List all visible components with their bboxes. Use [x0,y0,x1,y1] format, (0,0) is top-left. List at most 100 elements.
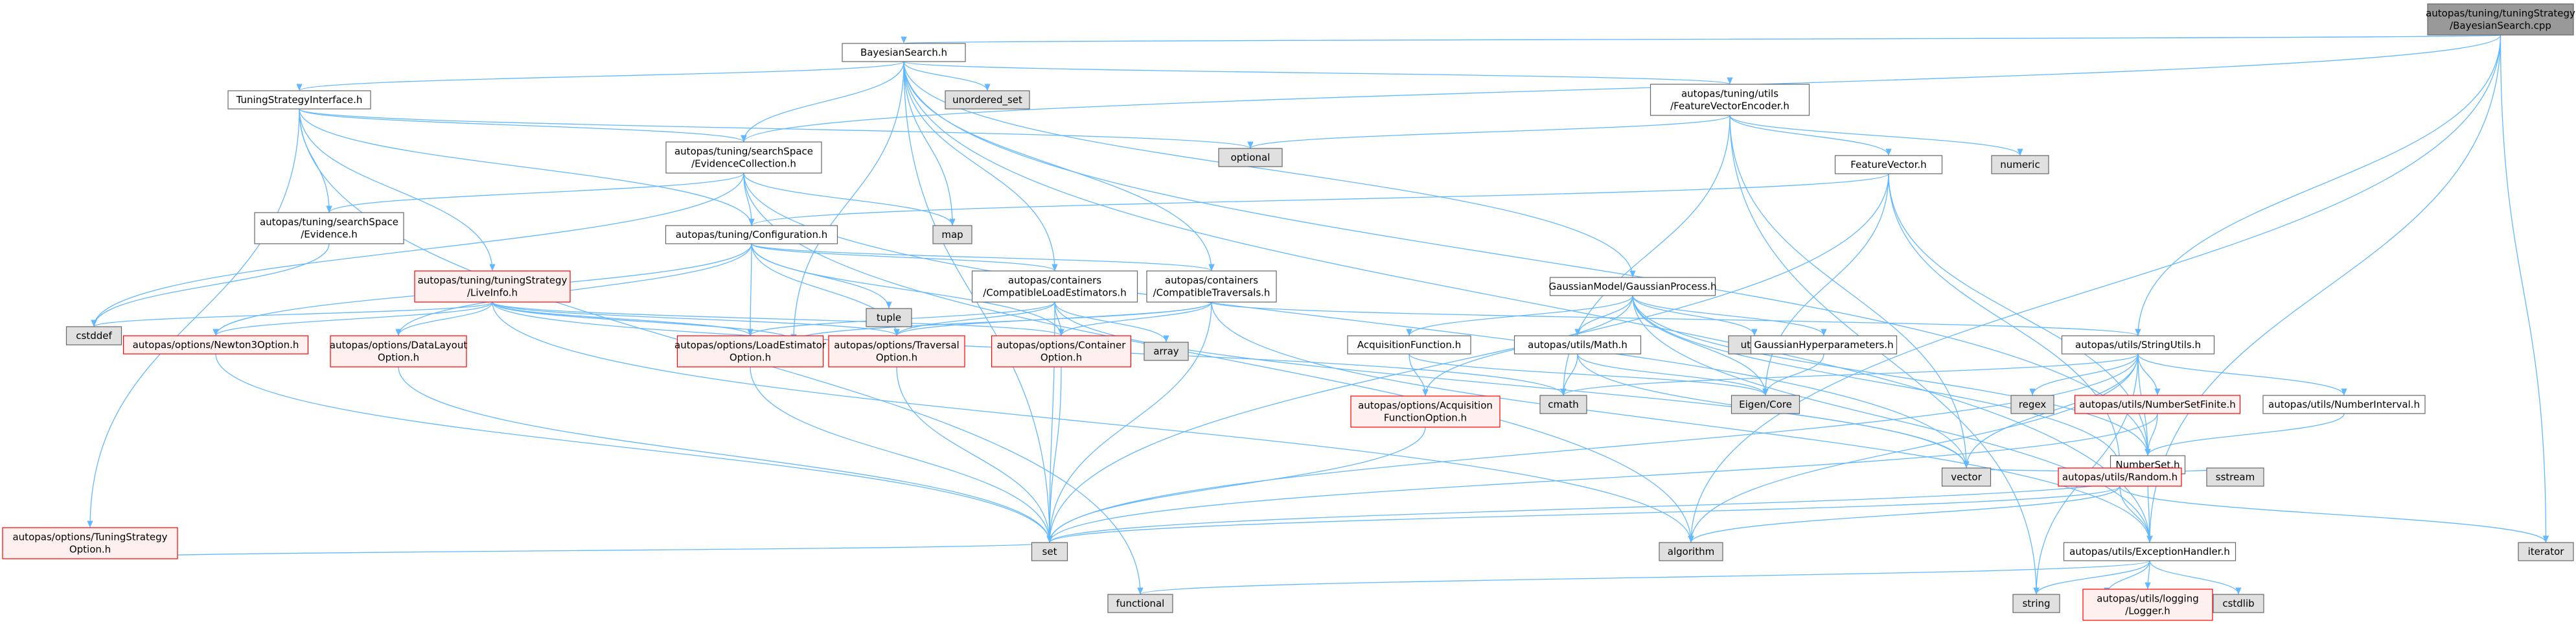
node-label: autopas/options/Newton3Option.h [133,339,299,351]
edge-featurevectorencoder-to-string [1729,115,2040,595]
node-featurevectorencoder[interactable]: autopas/tuning/utils/FeatureVectorEncode… [1650,84,1810,116]
node-label: iterator [2528,546,2565,557]
node-box [1834,155,1943,174]
node-label: Eigen/Core [1739,399,1792,410]
node-tuple: tuple [866,308,912,327]
node-random_h[interactable]: autopas/utils/Random.h [2058,467,2182,487]
edge-evidencecollection-to-cstddef [91,172,744,327]
node-configuration_h[interactable]: autopas/tuning/Configuration.h [665,225,838,244]
node-logger[interactable]: autopas/utils/logging/Logger.h [2082,589,2213,621]
node-box [1347,335,1471,355]
node-label: autopas/options/Traversal [834,340,959,351]
node-label: autopas/options/Acquisition [1358,400,1493,412]
node-label: autopas/utils/NumberInterval.h [2268,399,2420,410]
edge-root-to-algorithm [1688,34,2501,543]
edge-stringutils-to-numberinterval [2137,353,2347,396]
node-label: Option.h [1041,352,1082,364]
node-label: functional [1116,598,1165,609]
edge-root-to-iterator [2500,34,2549,543]
edge-gaussianprocess-to-math_h [1574,295,1633,336]
node-box [1146,270,1277,303]
edge-bayesiansearch_h-to-unordered_set [903,61,991,91]
edge-root-to-evidencecollection [741,34,2501,143]
node-box [842,43,966,62]
node-label: Option.h [876,352,917,364]
node-label: autopas/tuning/searchSpace [260,217,398,228]
node-label: /CompatibleTraversals.h [1153,287,1271,299]
node-label: unordered_set [952,94,1022,106]
edge-evidencecollection-to-evidence_h [326,172,744,213]
edge-bayesiansearch_h-to-limits [790,61,904,342]
node-acquisitionfunctionoption[interactable]: autopas/options/AcquisitionFunctionOptio… [1350,395,1501,428]
edge-featurevector_h-to-eigen_core [1762,173,1889,396]
node-map: map [932,225,972,244]
node-box [2063,542,2237,561]
edge-numbersetfinite-to-set [1046,413,2158,543]
node-gaussianprocess[interactable]: GaussianModel/GaussianProcess.h [1549,277,1717,296]
edge-evidence_h-to-cstddef [91,243,330,327]
edge-stringutils-to-numbersetfinite [2137,353,2161,396]
node-box [2,527,178,559]
edge-math_h-to-eigen_core [1577,353,1769,396]
node-box [1731,395,1800,414]
node-label: cstdlib [2222,598,2254,609]
node-bayesiansearch_h[interactable]: BayesianSearch.h [842,43,966,62]
edge-tuningstrategyinterface-to-liveinfo [299,108,496,272]
node-label: /Logger.h [2125,605,2170,617]
node-compatibletraversals[interactable]: autopas/containers/CompatibleTraversals.… [1146,270,1277,303]
node-label: numeric [2000,159,2040,170]
node-stringutils[interactable]: autopas/utils/StringUtils.h [2061,335,2215,355]
node-tuningstrategyinterface[interactable]: TuningStrategyInterface.h [227,90,371,110]
node-functional: functional [1107,594,1173,613]
node-newton3option[interactable]: autopas/options/Newton3Option.h [122,335,309,355]
node-liveinfo[interactable]: autopas/tuning/tuningStrategy/LiveInfo.h [414,270,571,303]
edge-stringutils-to-regex [2029,353,2139,396]
edge-liveinfo-to-cstddef [91,301,493,327]
node-box [2082,589,2213,621]
node-box [122,335,309,355]
edge-liveinfo-to-traversaloption [492,301,900,336]
node-box [2262,395,2426,414]
node-box [2074,395,2241,414]
node-evidencecollection[interactable]: autopas/tuning/searchSpace/EvidenceColle… [665,141,822,174]
node-root[interactable]: autopas/tuning/tuningStrategy/BayesianSe… [2426,3,2575,36]
edge-configuration_h-to-datalayoutoption [395,243,752,336]
edge-acquisitionfunction-to-eigen_core [1409,353,1769,396]
edge-numbersetfinite-to-numberset_h [2145,413,2158,456]
node-label: autopas/containers [1008,275,1101,287]
node-label: algorithm [1668,546,1714,557]
edge-stringutils-to-cmath [1560,353,2139,396]
edge-bayesiansearch_h-to-tuningstrategyinterface [296,61,904,91]
node-box [2427,3,2574,36]
node-compatibleloadestimators[interactable]: autopas/containers/CompatibleLoadEstimat… [971,270,1138,303]
edge-stringutils-to-set [1046,353,2139,543]
node-math_h[interactable]: autopas/utils/Math.h [1513,335,1642,355]
edge-random_h-to-iterator [2119,486,2549,543]
edge-compatibletraversals-to-limits [790,301,1212,342]
node-label: autopas/options/TuningStrategy [12,532,167,543]
edge-evidencecollection-to-algorithm [743,172,1694,543]
node-box [971,270,1138,303]
node-label: tuple [877,312,901,323]
node-optional: optional [1218,148,1283,167]
node-evidence_h[interactable]: autopas/tuning/searchSpace/Evidence.h [254,212,404,244]
node-box [2213,594,2264,613]
node-label: cmath [1548,399,1578,410]
node-numberinterval[interactable]: autopas/utils/NumberInterval.h [2262,395,2426,414]
node-layer: autopas/tuning/tuningStrategy/BayesianSe… [2,3,2575,621]
node-gaussianhyperparameters[interactable]: GaussianHyperparameters.h [1750,335,1898,355]
node-label: autopas/utils/Math.h [1528,339,1627,351]
edge-evidencecollection-to-map [743,172,956,226]
node-acquisitionfunction[interactable]: AcquisitionFunction.h [1347,335,1471,355]
node-label: GaussianHyperparameters.h [1754,339,1893,351]
node-label: regex [2019,399,2047,410]
node-featurevector_h[interactable]: FeatureVector.h [1834,155,1943,174]
node-exceptionhandler[interactable]: autopas/utils/ExceptionHandler.h [2063,542,2237,561]
edge-exceptionhandler-to-cstdlib [2149,560,2242,595]
node-numbersetfinite[interactable]: autopas/utils/NumberSetFinite.h [2074,395,2241,414]
